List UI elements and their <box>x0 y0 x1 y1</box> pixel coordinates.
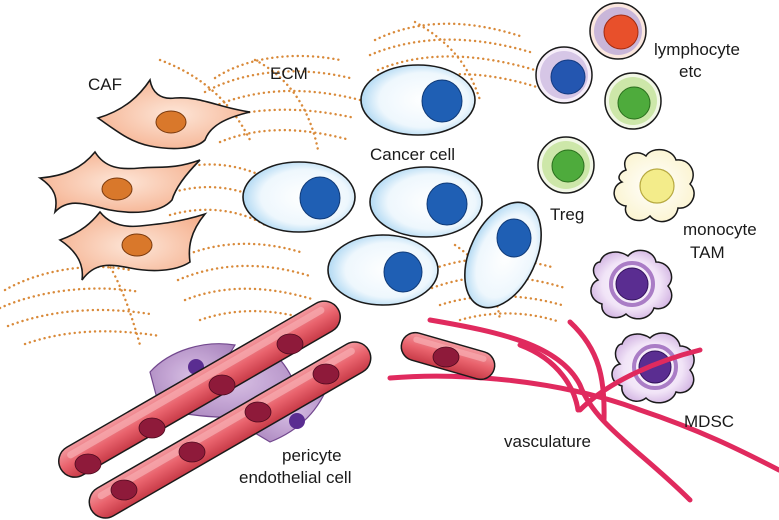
lymphocytes <box>535 2 662 194</box>
etc-label: etc <box>679 62 702 81</box>
cancer-cells <box>242 64 542 309</box>
monocyte-label: monocyte <box>683 220 757 239</box>
cancer-cell-label: Cancer cell <box>370 145 456 164</box>
caf-cells <box>37 77 251 281</box>
caf-cell-2 <box>37 150 201 215</box>
endothelial-cell-label: endothelial cell <box>239 468 352 487</box>
caf-cell-3 <box>58 210 208 281</box>
cancer-cell-3 <box>369 166 483 238</box>
mdsc-cell-2 <box>611 332 695 404</box>
mdsc-label: MDSC <box>684 412 735 431</box>
monocyte-cell <box>613 148 695 223</box>
cancer-cell-5 <box>464 201 542 309</box>
cancer-cell-2 <box>242 161 356 233</box>
treg-cell <box>537 136 595 194</box>
pericyte-label: pericyte <box>282 446 342 465</box>
cancer-cell-1 <box>360 64 476 136</box>
mdsc-cells <box>590 249 695 404</box>
treg-label: Treg <box>550 205 585 224</box>
lymphocyte-label: lymphocyte <box>654 40 740 59</box>
blood-vessels <box>58 300 496 519</box>
red-blood-cells <box>74 333 460 501</box>
mdsc-cell-1 <box>590 249 673 320</box>
vasculature-label: vasculature <box>504 432 591 451</box>
cancer-cell-4 <box>327 234 439 306</box>
caf-cell-1 <box>96 77 251 150</box>
lymphocyte-red <box>589 2 647 60</box>
ecm-label: ECM <box>270 64 308 83</box>
tam-label: TAM <box>690 243 725 262</box>
vessel-1 <box>58 300 341 478</box>
lymphocyte-blue <box>535 46 593 104</box>
lymphocyte-green <box>604 72 662 130</box>
vessel-2 <box>88 341 372 519</box>
vasculature-lines <box>387 317 779 503</box>
caf-label: CAF <box>88 75 122 94</box>
